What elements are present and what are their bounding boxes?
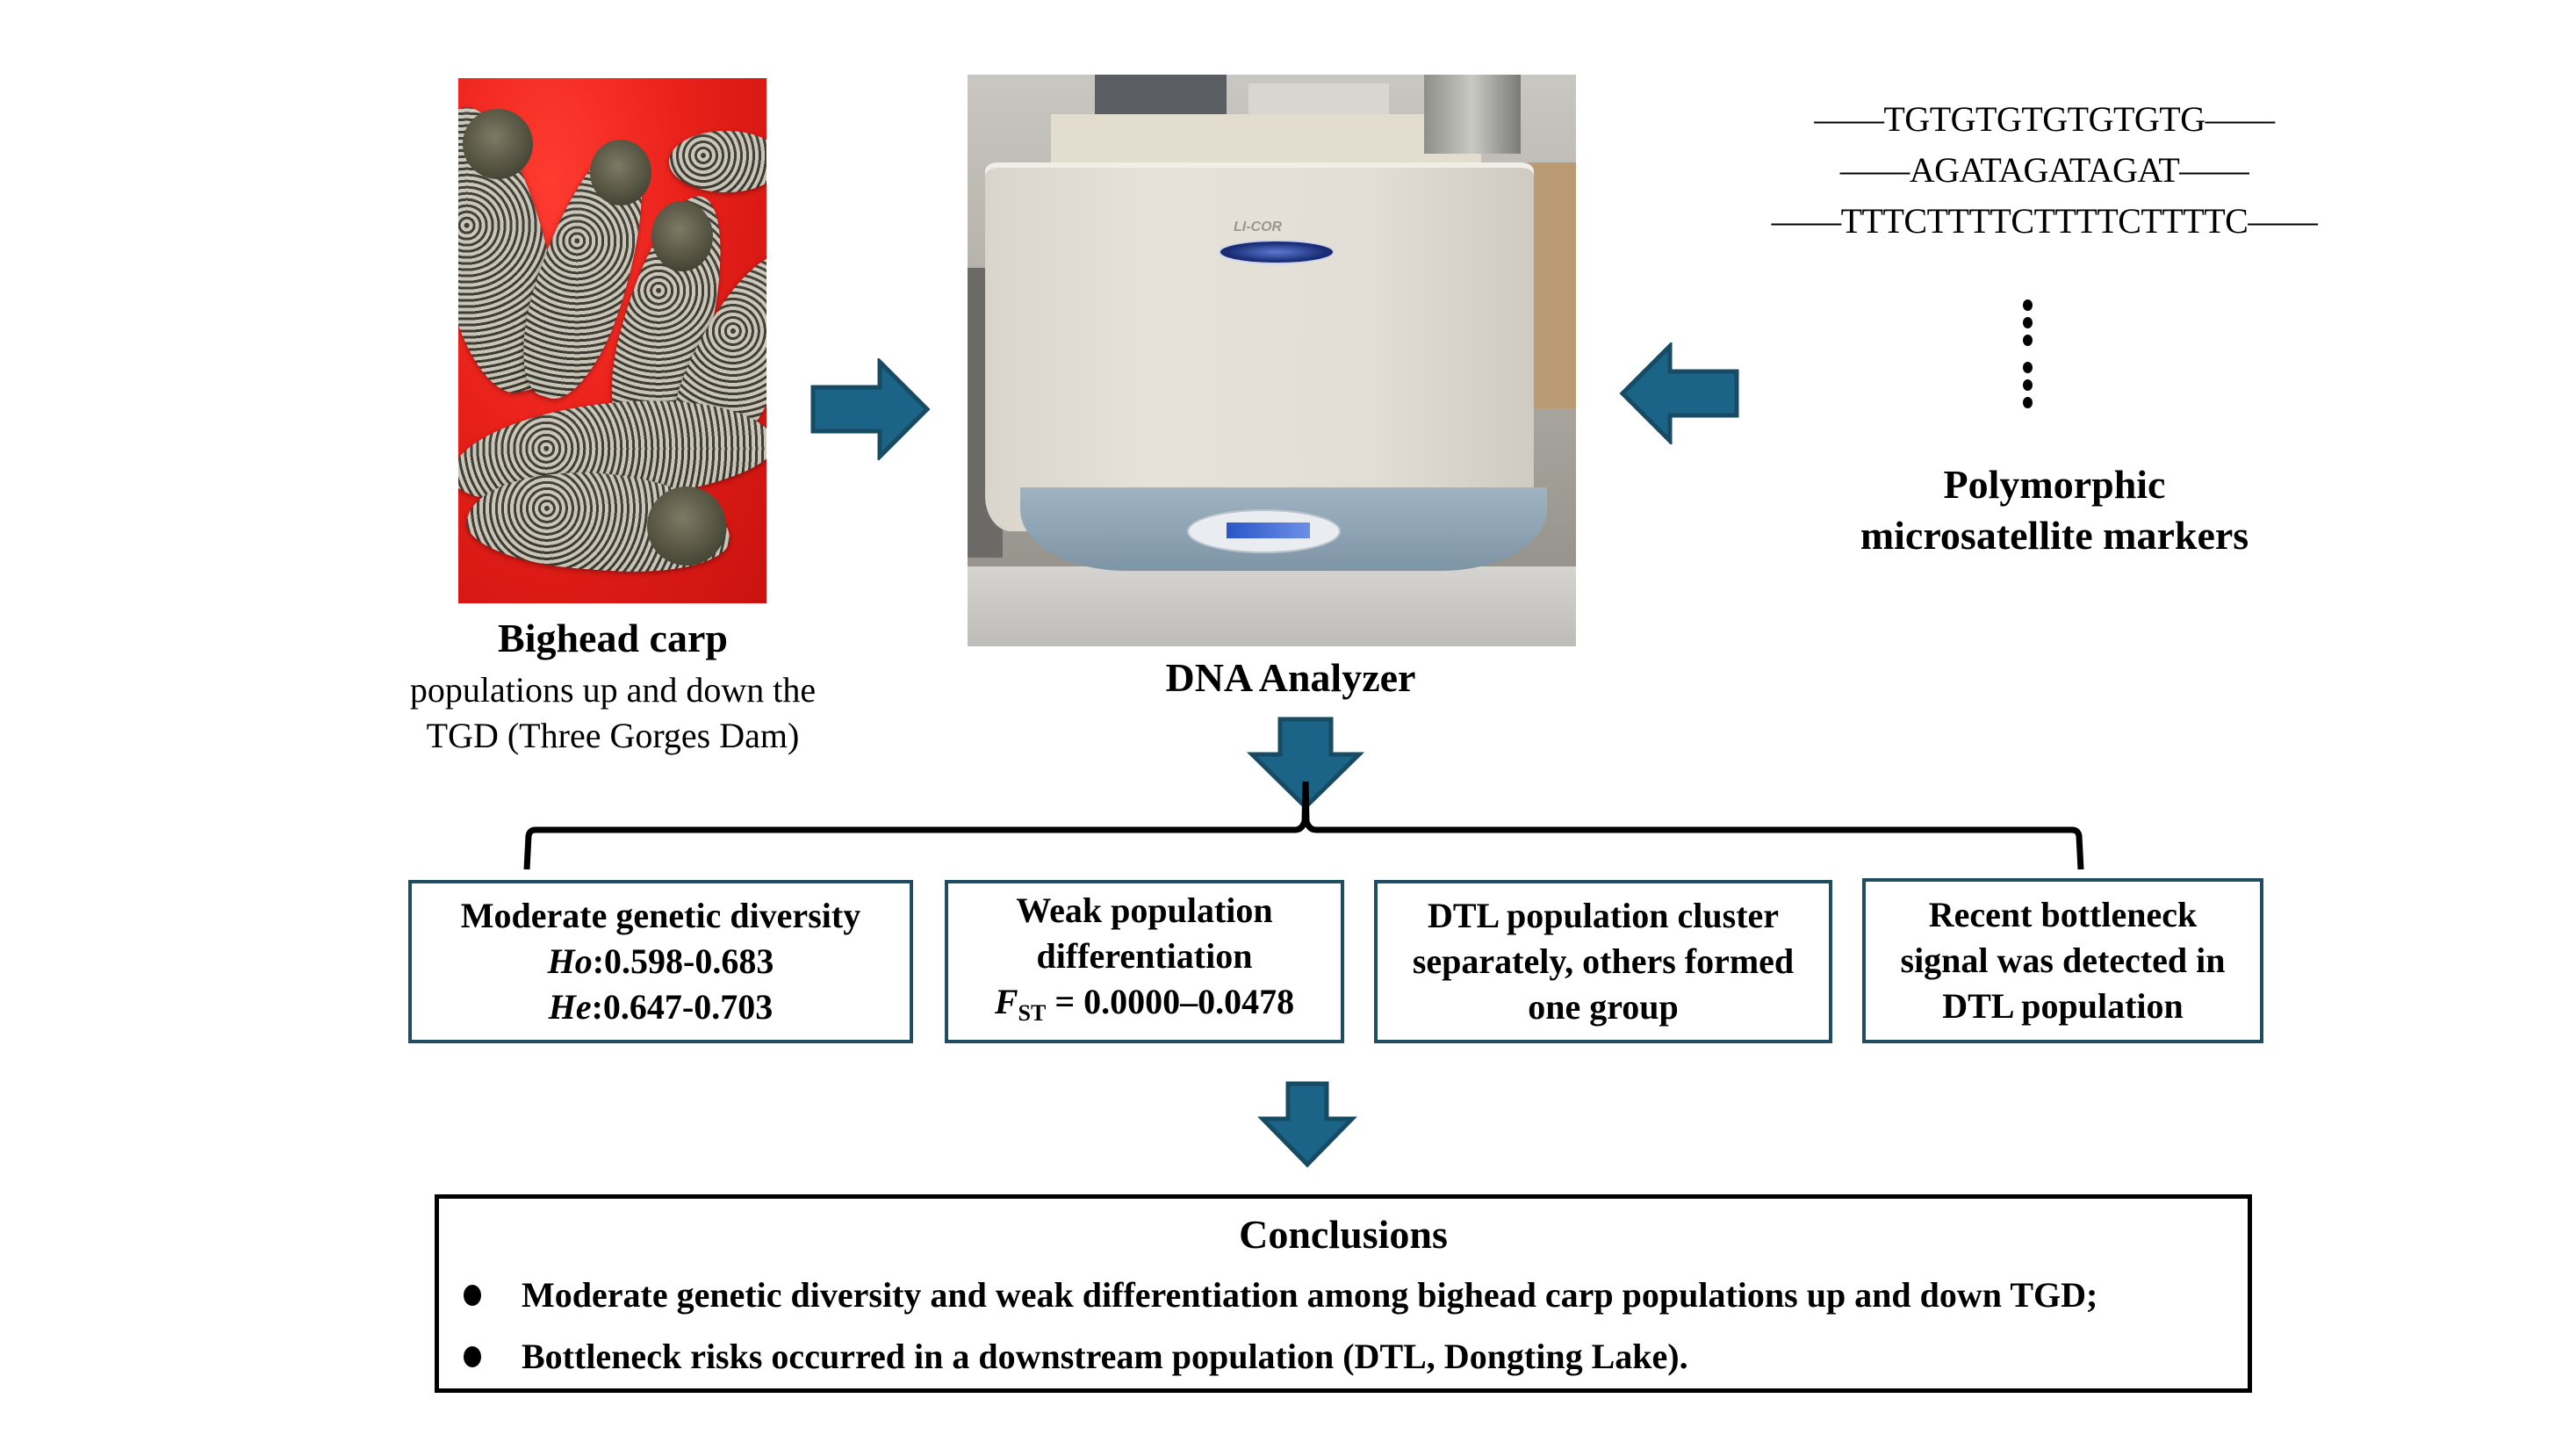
conclusion-item: Bottleneck risks occurred in a downstrea… — [464, 1336, 1688, 1377]
result-clustering: DTL population cluster separately, other… — [1374, 880, 1832, 1043]
markers-title: microsatellite markers — [1860, 513, 2249, 558]
bullet-icon — [464, 1284, 481, 1306]
ho-value: :0.598-0.683 — [592, 941, 774, 981]
conclusions-box: Conclusions Moderate genetic diversity a… — [435, 1194, 2252, 1393]
result-genetic-diversity: Moderate genetic diversity Ho:0.598-0.68… — [408, 880, 913, 1043]
analyzer-display — [1227, 523, 1310, 538]
fish-head — [651, 201, 713, 271]
result-text: DTL population cluster — [1427, 896, 1780, 935]
dot — [2023, 397, 2033, 408]
fish-shape — [669, 131, 766, 192]
analyzer-stand — [968, 566, 1576, 646]
ho-label: Ho — [547, 941, 593, 981]
dot — [2023, 379, 2033, 391]
sample-title: Bighead carp — [498, 616, 728, 660]
result-heading: Moderate genetic diversity — [460, 896, 861, 935]
results-bracket — [518, 778, 2098, 883]
analyzer-badge — [1220, 242, 1333, 263]
microsatellite-sequence: ——TTTCTTTTCTTTTCTTTTC—— — [1771, 201, 2318, 241]
fst-range: FST = 0.0000–0.0478 — [995, 979, 1294, 1036]
arrow-right-icon — [809, 358, 932, 460]
result-text: DTL population — [1942, 986, 2184, 1026]
fst-value: = 0.0000–0.0478 — [1046, 981, 1295, 1021]
bullet-icon — [464, 1345, 481, 1367]
fish-head — [647, 487, 726, 566]
arrow-down-icon — [1257, 1080, 1357, 1168]
conclusion-text: Bottleneck risks occurred in a downstrea… — [522, 1337, 1688, 1376]
markers-title: Polymorphic — [1943, 462, 2166, 507]
he-value: :0.647-0.703 — [591, 987, 774, 1027]
result-bottleneck: Recent bottleneck signal was detected in… — [1862, 878, 2263, 1043]
conclusion-text: Moderate genetic diversity and weak diff… — [522, 1275, 2098, 1315]
dot — [2023, 335, 2033, 346]
fish-head — [463, 109, 533, 179]
ho-range: Ho:0.598-0.683 — [548, 939, 774, 984]
he-range: He:0.647-0.703 — [549, 984, 774, 1030]
sample-subtitle: TGD (Three Gorges Dam) — [426, 716, 800, 755]
arrow-down-icon — [1247, 716, 1364, 812]
result-differentiation: Weak population differentiation FST = 0.… — [945, 880, 1344, 1043]
result-heading: Weak population — [1016, 890, 1273, 930]
dot — [2023, 299, 2033, 311]
analyzer-cabinet: LI-COR — [985, 162, 1534, 531]
he-label: He — [548, 987, 592, 1027]
background-equipment — [1051, 114, 1481, 162]
result-text: separately, others formed — [1412, 941, 1795, 981]
analyzer-brand: LI-COR — [1234, 220, 1283, 234]
result-heading: differentiation — [1036, 935, 1253, 976]
analyzer-title: DNA Analyzer — [1165, 655, 1416, 700]
result-text: one group — [1528, 987, 1679, 1027]
bighead-carp-photo — [458, 78, 766, 603]
microsatellite-sequence: ——AGATAGATAGAT—— — [1839, 150, 2249, 190]
background-equipment — [1424, 75, 1521, 154]
dot — [2023, 317, 2033, 328]
result-text: signal was detected in — [1900, 941, 2226, 980]
fst-subscript: ST — [1018, 999, 1047, 1026]
dna-analyzer-photo: LI-COR — [968, 75, 1576, 646]
arrow-left-icon — [1617, 342, 1740, 444]
microsatellite-sequence: ——TGTGTGTGTGTGTG—— — [1814, 99, 2275, 139]
fst-label: F — [994, 981, 1018, 1021]
conclusion-item: Moderate genetic diversity and weak diff… — [464, 1274, 2097, 1316]
sample-subtitle: populations up and down the — [409, 670, 817, 710]
result-text: Recent bottleneck — [1928, 895, 2198, 934]
dot — [2023, 362, 2033, 373]
fish-head — [590, 140, 651, 205]
conclusions-title: Conclusions — [1239, 1212, 1448, 1257]
